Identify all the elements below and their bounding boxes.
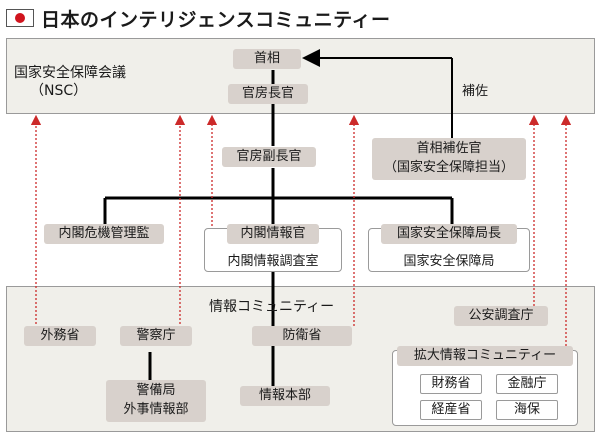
npa-sub-node: 警備局 外事情報部 bbox=[106, 380, 206, 422]
nss-secretary-general-node: 国家安全保障局長 bbox=[381, 224, 517, 244]
japan-flag-icon bbox=[6, 9, 34, 27]
title-row: 日本のインテリジェンスコミュニティー bbox=[6, 6, 391, 31]
nsc-label-line2: （NSC） bbox=[30, 83, 88, 99]
expanded-member-mof: 財務省 bbox=[420, 374, 482, 394]
expanded-member-jcg: 海保 bbox=[496, 400, 558, 420]
npa-sub-line2: 外事情報部 bbox=[123, 402, 189, 417]
npa-sub-line1: 警備局 bbox=[136, 383, 176, 398]
community-label: 情報コミュニティー bbox=[209, 299, 335, 315]
psia-node: 公安調査庁 bbox=[454, 306, 548, 326]
pm-aide-line2: （国家安全保障担当） bbox=[383, 160, 514, 175]
prime-minister-node: 首相 bbox=[233, 49, 301, 69]
mofa-node: 外務省 bbox=[24, 326, 96, 346]
deputy-chief-cabinet-secretary-node: 官房副長官 bbox=[222, 147, 316, 167]
nss-node: 国家安全保障局 bbox=[403, 254, 495, 269]
nsc-label-line1: 国家安全保障会議 bbox=[14, 65, 126, 81]
flag-sun bbox=[15, 13, 25, 23]
npa-node: 警察庁 bbox=[120, 326, 192, 346]
cabinet-intelligence-office: 内閣情報調査室 bbox=[227, 254, 319, 269]
crisis-manager-node: 内閣危機管理監 bbox=[44, 224, 164, 244]
expanded-community-label: 拡大情報コミュニティー bbox=[397, 346, 573, 366]
defense-intelligence-hq-node: 情報本部 bbox=[240, 386, 330, 406]
diagram-title: 日本のインテリジェンスコミュニティー bbox=[41, 8, 391, 31]
expanded-member-meti: 経産省 bbox=[420, 400, 482, 420]
pm-aide-line1: 首相補佐官 bbox=[416, 141, 482, 156]
chief-cabinet-secretary-node: 官房長官 bbox=[228, 84, 308, 104]
cabinet-intelligence-director-node: 内閣情報官 bbox=[227, 224, 319, 244]
expanded-member-fsa: 金融庁 bbox=[496, 374, 558, 394]
assist-label: 補佐 bbox=[462, 84, 489, 99]
pm-aide-node: 首相補佐官 （国家安全保障担当） bbox=[372, 138, 526, 180]
mod-node: 防衛省 bbox=[252, 326, 352, 346]
